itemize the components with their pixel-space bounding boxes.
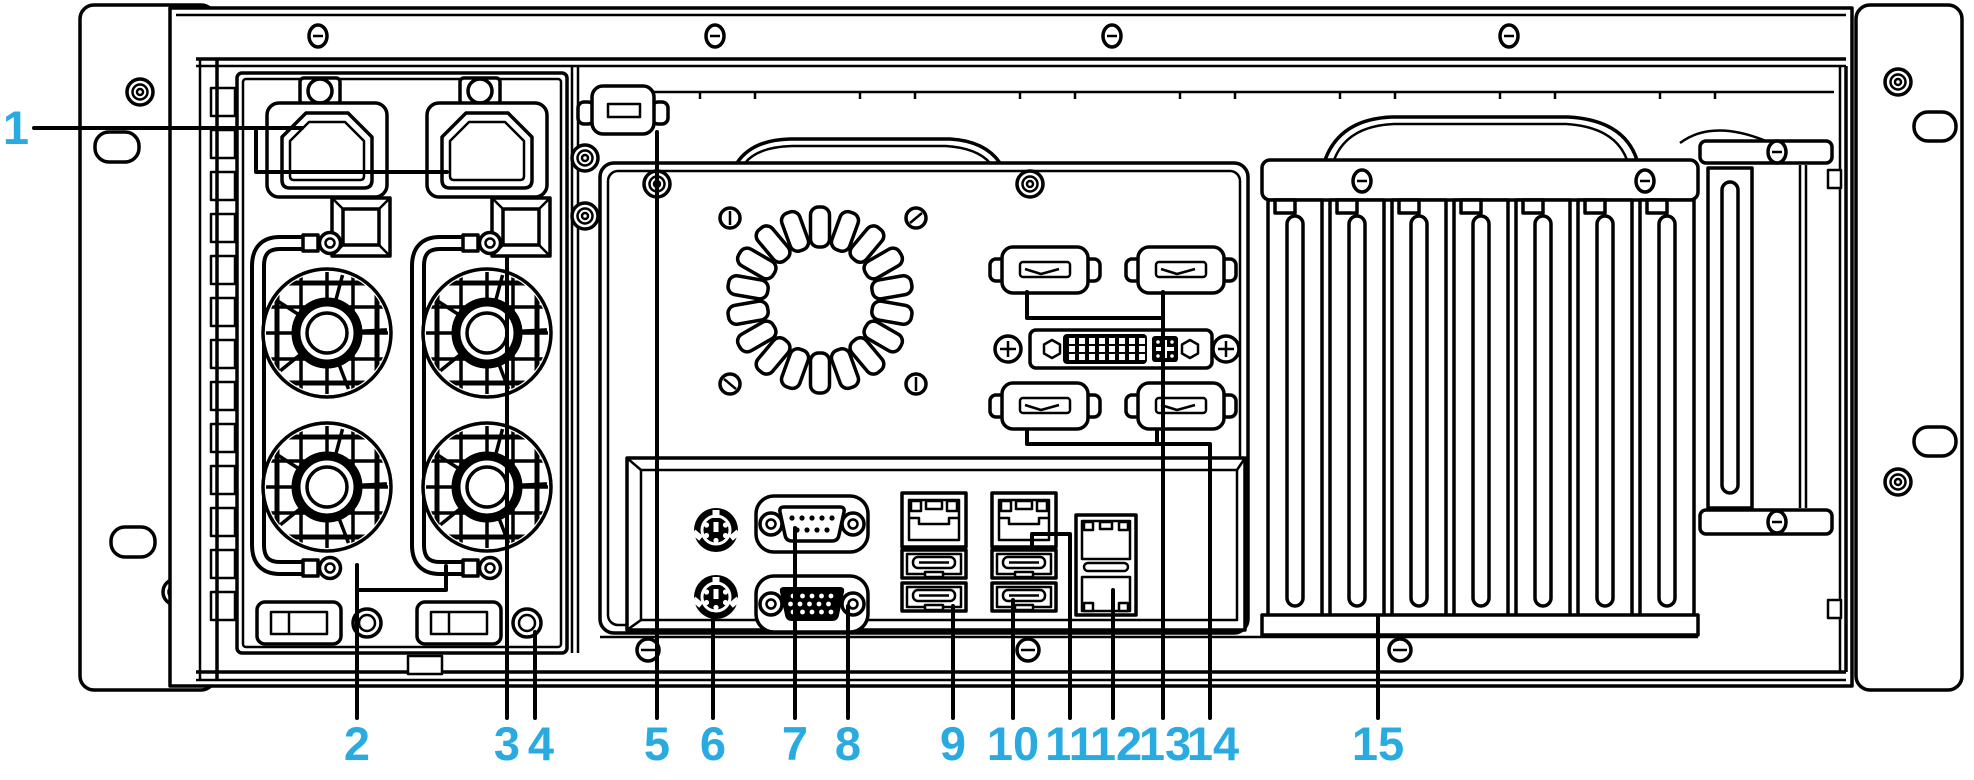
- mounting-hole: [93, 130, 141, 164]
- ear-screw-icon: [1883, 467, 1913, 497]
- serial-port: [754, 494, 870, 554]
- usb-port-2: [900, 581, 968, 613]
- mounting-hole: [109, 525, 157, 559]
- dvi-port: [993, 328, 1241, 370]
- hinge-ladder-strip: [209, 86, 237, 622]
- inner-dome-far-right: [1679, 129, 1767, 145]
- dual-ethernet-port: [1074, 513, 1138, 617]
- vga-port: [754, 574, 870, 634]
- io-sub-panel: [625, 456, 1247, 634]
- top-latch: [576, 84, 670, 136]
- displayport-4: [1124, 381, 1238, 431]
- plate-screw-icon: [1015, 169, 1045, 199]
- callout-number-2: 2: [344, 717, 370, 770]
- expansion-slot-1: [1266, 198, 1324, 618]
- callout-number-12: 12: [1090, 717, 1142, 770]
- usb-port-1: [900, 548, 968, 580]
- psu-cage: [235, 73, 569, 655]
- mounting-hole: [1912, 110, 1958, 143]
- callout-number-10: 10: [987, 717, 1039, 770]
- callout-line-11: [1030, 532, 1072, 720]
- callout-lines: [32, 126, 1380, 720]
- panel-screw-icon: [1766, 509, 1788, 535]
- displayport-1: [988, 245, 1102, 295]
- mounting-hole: [1912, 425, 1958, 458]
- callout-number-5: 5: [644, 717, 670, 770]
- expansion-slot-4: [1452, 198, 1510, 618]
- inner-dome-right: [1323, 115, 1639, 161]
- ear-screw-icon: [125, 77, 155, 107]
- callout-line-1: [32, 126, 449, 174]
- callout-line-14: [1025, 428, 1212, 720]
- callout-number-6: 6: [700, 717, 726, 770]
- bracket-screw-icon: [1351, 168, 1373, 194]
- callout-numbers: 1 2 3 4 5 6 7 8 9 10 11 12 13 14 15: [3, 101, 1404, 770]
- usb-port-4: [990, 581, 1058, 613]
- right-side-panel: [1698, 139, 1843, 620]
- panel-screw-icon: [1766, 139, 1788, 165]
- bottom-rail: [406, 635, 1698, 676]
- ear-screw-icon: [1883, 67, 1913, 97]
- callout-number-7: 7: [782, 717, 808, 770]
- callout-number-8: 8: [835, 717, 861, 770]
- expansion-slot-area: [1260, 158, 1700, 637]
- top-cover-screw-icon: [307, 23, 329, 49]
- expansion-slot-7: [1638, 198, 1696, 618]
- usb-port-3: [990, 548, 1058, 580]
- callout-line-2: [355, 563, 448, 720]
- displayport-3: [988, 381, 1102, 431]
- right-rack-ear: [1854, 3, 1964, 692]
- callout-number-11: 11: [1045, 717, 1095, 770]
- divider-strip: [570, 66, 600, 653]
- expansion-slot-2: [1328, 198, 1386, 618]
- callout-number-13: 13: [1139, 717, 1191, 770]
- panel-screw-icon: [570, 201, 600, 231]
- expansion-slot-3: [1390, 198, 1448, 618]
- fan-screw-icon: [718, 206, 928, 396]
- bracket-screw-icon: [1634, 168, 1656, 194]
- bottom-screw-icon: [1015, 637, 1041, 663]
- callout-number-1: 1: [3, 101, 29, 154]
- panel-screw-icon: [570, 143, 600, 173]
- io-plate: [598, 161, 1250, 635]
- ethernet-port-1: [900, 491, 968, 549]
- bottom-screw-icon: [1387, 637, 1413, 663]
- callout-line-13: [1025, 290, 1165, 720]
- callout-number-15: 15: [1352, 717, 1404, 770]
- callout-number-3: 3: [494, 717, 520, 770]
- top-cover-screw-icon: [1498, 23, 1520, 49]
- expansion-slot-5: [1514, 198, 1572, 618]
- ethernet-port-2: [990, 491, 1058, 549]
- expansion-slot-6: [1576, 198, 1634, 618]
- top-cover-screw-icon: [704, 23, 726, 49]
- top-cover-screw-icon: [1101, 23, 1123, 49]
- callout-number-9: 9: [940, 717, 966, 770]
- callout-number-14: 14: [1187, 717, 1239, 770]
- displayport-2: [1124, 245, 1238, 295]
- inner-dome-left: [735, 137, 1002, 165]
- callout-number-4: 4: [528, 717, 554, 770]
